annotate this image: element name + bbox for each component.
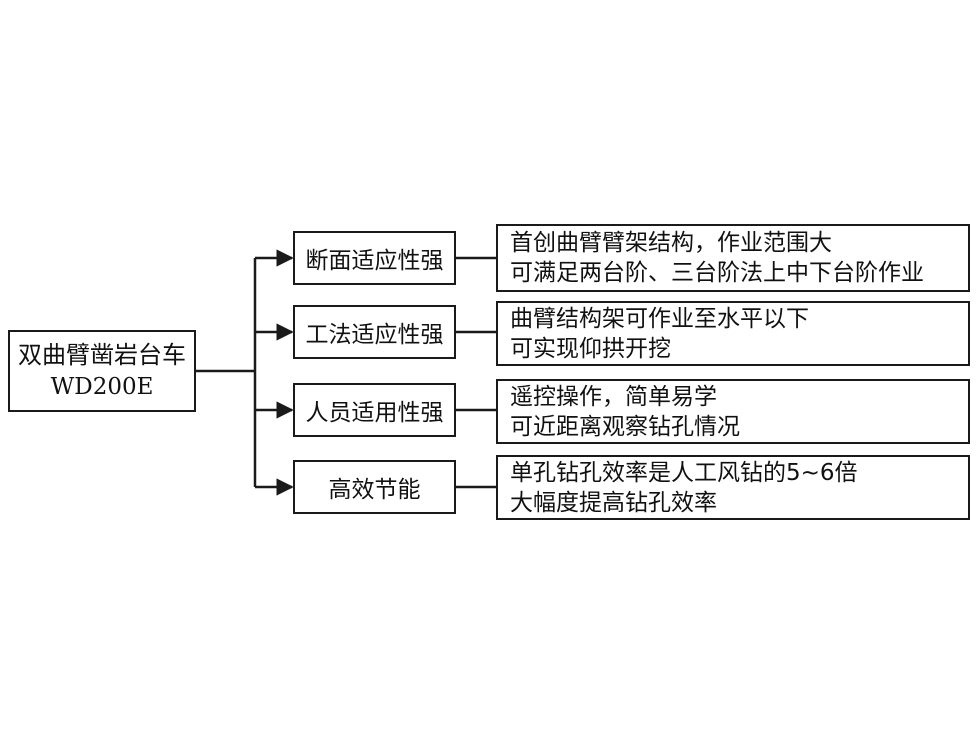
detail-line: 曲臂结构架可作业至水平以下 <box>510 305 809 332</box>
branch-label: 人员适用性强 <box>305 400 444 426</box>
detail-line: 可满足两台阶、三台阶法上中下台阶作业 <box>510 260 924 286</box>
detail-line: 遥控操作，简单易学 <box>510 383 717 410</box>
detail-box-2: 曲臂结构架可作业至水平以下 可实现仰拱开挖 <box>496 301 970 366</box>
branch-label: 高效节能 <box>328 477 421 503</box>
detail-line: 可近距离观察钻孔情况 <box>510 413 740 440</box>
detail-line: 可实现仰拱开挖 <box>510 335 671 362</box>
root-model: WD200E <box>50 374 154 400</box>
detail-box-3: 遥控操作，简单易学 可近距离观察钻孔情况 <box>496 379 970 444</box>
detail-box-1: 首创曲臂臂架结构，作业范围大 可满足两台阶、三台阶法上中下台阶作业 <box>496 224 970 292</box>
detail-line: 首创曲臂臂架结构，作业范围大 <box>510 230 832 256</box>
branch-node-2: 工法适应性强 <box>293 305 456 359</box>
branch-node-1: 断面适应性强 <box>293 231 456 285</box>
branch-node-3: 人员适用性强 <box>293 383 456 437</box>
root-node: 双曲臂凿岩台车 WD200E <box>8 330 196 412</box>
detail-box-4: 单孔钻孔效率是人工风钻的5~6倍 大幅度提高钻孔效率 <box>496 455 970 520</box>
root-title: 双曲臂凿岩台车 <box>18 341 186 369</box>
detail-line: 单孔钻孔效率是人工风钻的5~6倍 <box>510 459 858 486</box>
detail-line: 大幅度提高钻孔效率 <box>510 489 717 516</box>
branch-node-4: 高效节能 <box>293 460 456 514</box>
branch-label: 工法适应性强 <box>305 322 444 348</box>
branch-label: 断面适应性强 <box>305 248 444 274</box>
